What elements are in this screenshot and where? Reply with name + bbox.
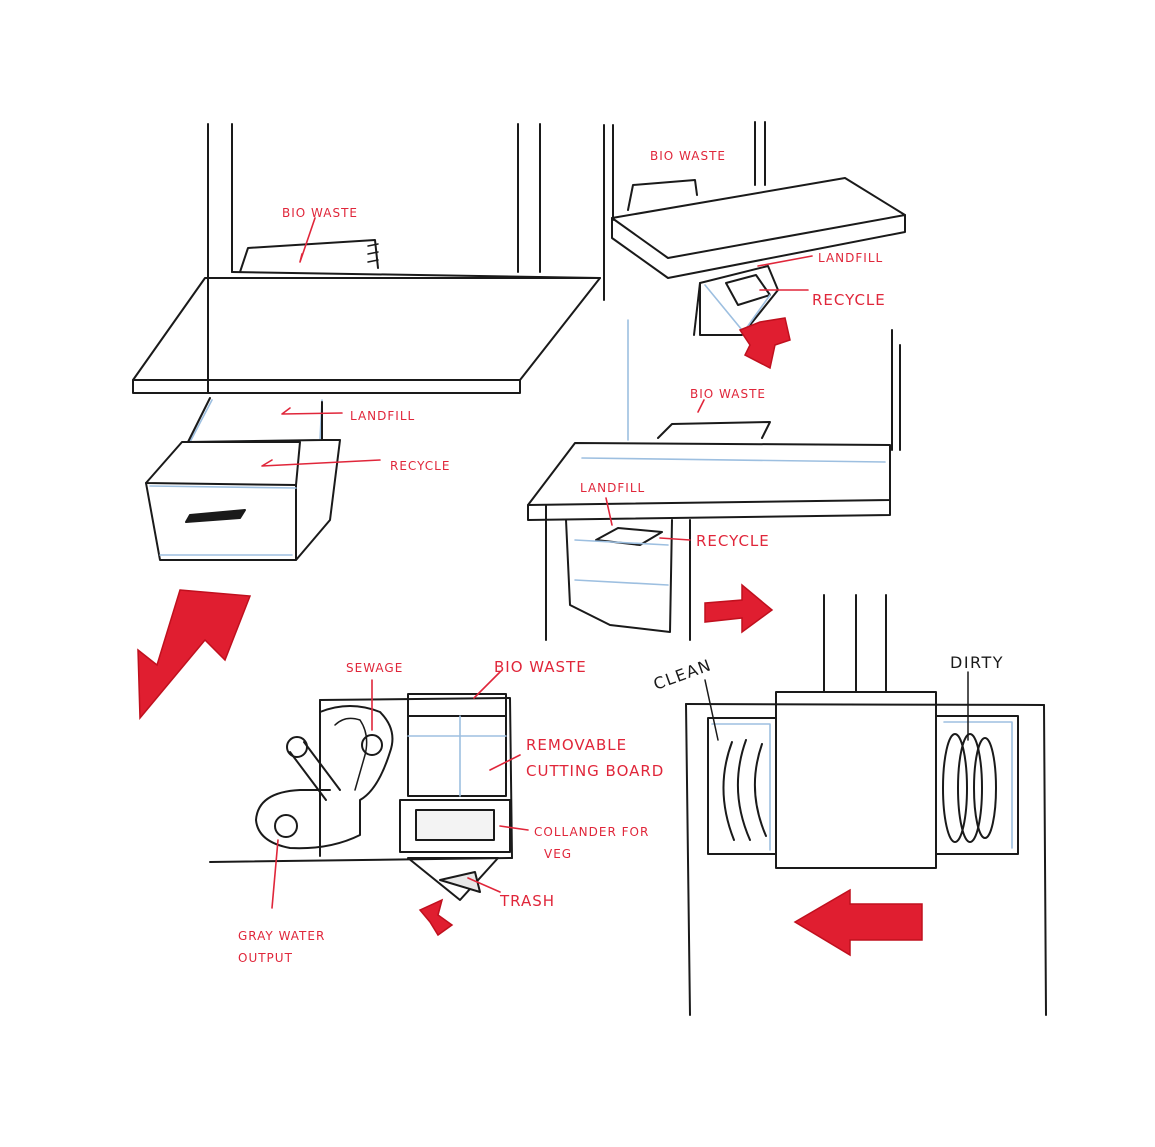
label-recycle-b-bottom: RECYCLE	[696, 532, 770, 550]
tilt-arrow-icon	[738, 317, 791, 370]
label-removable-line2: CUTTING BOARD	[526, 762, 664, 780]
label-trash: TRASH	[499, 892, 555, 910]
label-dirty: DIRTY	[950, 653, 1004, 672]
label-landfill-b-top: LANDFILL	[818, 251, 883, 265]
label-recycle-a: RECYCLE	[390, 459, 450, 473]
label-gray-water-line2: OUTPUT	[238, 951, 293, 965]
label-bio-waste-a: BIO WASTE	[282, 206, 358, 220]
label-bio-waste-b-bottom: BIO WASTE	[690, 387, 766, 401]
label-colander-line1: COLLANDER FOR	[534, 825, 649, 839]
label-sewage: SEWAGE	[346, 661, 403, 675]
label-colander-line2: VEG	[544, 847, 572, 861]
panel-c-sink-section	[209, 671, 529, 937]
label-recycle-b-top: RECYCLE	[812, 291, 886, 309]
label-landfill-a: LANDFILL	[350, 409, 415, 423]
label-removable-line1: REMOVABLE	[526, 736, 627, 754]
panel-b-tilt-chute	[603, 121, 906, 451]
label-bio-waste-b-top: BIO WASTE	[650, 149, 726, 163]
swing-arrow-icon	[704, 583, 774, 634]
label-landfill-b-bottom: LANDFILL	[580, 481, 645, 495]
panel-a-drawer-bin	[132, 123, 601, 721]
slide-left-arrow-icon	[793, 888, 923, 957]
label-bio-waste-c: BIO WASTE	[494, 658, 587, 676]
trash-out-arrow-icon	[418, 898, 454, 937]
pull-out-arrow-icon	[137, 589, 252, 721]
label-clean: CLEAN	[651, 655, 714, 694]
label-gray-water-line1: GRAY WATER	[238, 929, 325, 943]
panel-d-dish-rack	[685, 594, 1047, 1016]
panel-b-swing-bin	[527, 421, 891, 641]
